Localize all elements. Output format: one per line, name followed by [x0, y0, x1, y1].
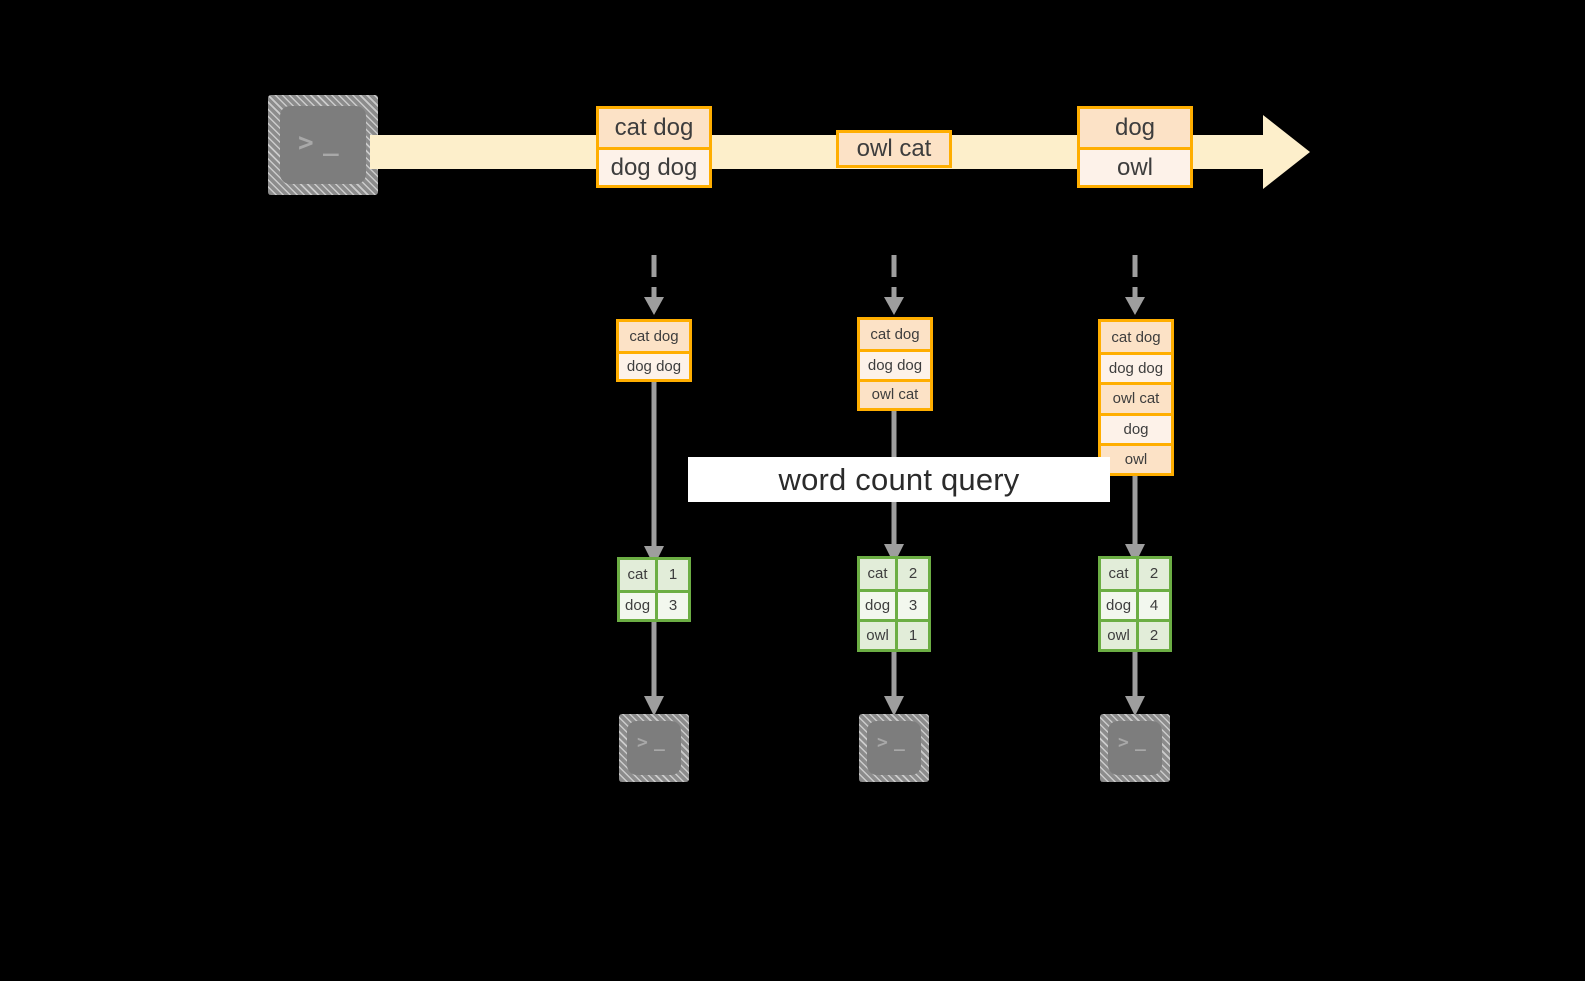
result-word: cat [620, 560, 659, 590]
snapshot-1-record-1: cat dog [619, 322, 689, 351]
stream-event-1: cat dog dog dog [596, 106, 712, 188]
terminal-screen [1108, 721, 1162, 775]
terminal-prompt-glyph: > [877, 732, 888, 753]
result-count: 2 [1139, 559, 1169, 589]
stream-event-2: owl cat [836, 130, 952, 168]
terminal-cursor-glyph: _ [654, 731, 665, 752]
table-row: dog 3 [620, 589, 688, 619]
table-row: dog 3 [860, 588, 928, 619]
stream-event-1-line-1: cat dog [599, 109, 709, 147]
table-row: dog 4 [1101, 588, 1169, 619]
terminal-prompt-glyph: > [637, 732, 648, 753]
snapshot-2-result-table: cat 2 dog 3 owl 1 [857, 556, 931, 652]
result-count: 1 [898, 621, 928, 649]
stream-event-1-line-2: dog dog [599, 147, 709, 185]
query-label: word count query [778, 461, 1020, 497]
snapshot-1-sink-arrow-icon [644, 622, 664, 716]
result-word: cat [860, 559, 899, 589]
snapshot-1-record-2: dog dog [619, 350, 689, 379]
result-word: cat [1101, 559, 1140, 589]
result-count: 2 [898, 559, 928, 589]
table-row: cat 2 [1101, 559, 1169, 589]
terminal-cursor-glyph: _ [323, 127, 339, 157]
query-label-band: word count query [688, 457, 1110, 502]
snapshot-3-record-3: owl cat [1101, 382, 1171, 413]
result-count: 3 [898, 591, 928, 619]
snapshot-1-query-arrow-icon [644, 382, 664, 566]
snapshot-3-sink-arrow-icon [1125, 652, 1145, 716]
snapshot-3-result-table: cat 2 dog 4 owl 2 [1098, 556, 1172, 652]
snapshot-1-records: cat dog dog dog [616, 319, 692, 382]
snapshot-3-record-4: dog [1101, 412, 1171, 443]
table-row: cat 2 [860, 559, 928, 589]
snapshot-3-records: cat dog dog dog owl cat dog owl [1098, 319, 1174, 476]
terminal-screen [867, 721, 921, 775]
snapshot-3-record-5: owl [1101, 442, 1171, 473]
snapshot-3-sink-terminal-icon: > _ [1100, 714, 1170, 782]
snapshot-2-records: cat dog dog dog owl cat [857, 317, 933, 411]
snapshot-2-sink-terminal-icon: > _ [859, 714, 929, 782]
table-row: owl 1 [860, 618, 928, 649]
snapshot-2-input-arrow-icon [884, 255, 904, 315]
source-terminal-icon: > _ [268, 95, 378, 195]
terminal-cursor-glyph: _ [1135, 731, 1146, 752]
snapshot-3-record-1: cat dog [1101, 322, 1171, 353]
snapshot-2-record-3: owl cat [860, 378, 930, 408]
snapshot-3-input-arrow-icon [1125, 255, 1145, 315]
stream-event-3-line-2: owl [1080, 147, 1190, 185]
snapshot-2-sink-arrow-icon [884, 652, 904, 716]
result-word: dog [1101, 591, 1140, 619]
snapshot-2-record-2: dog dog [860, 349, 930, 379]
snapshot-1-sink-terminal-icon: > _ [619, 714, 689, 782]
table-row: cat 1 [620, 560, 688, 590]
terminal-screen [627, 721, 681, 775]
snapshot-2-record-1: cat dog [860, 320, 930, 350]
terminal-prompt-glyph: > [1118, 732, 1129, 753]
snapshot-3-record-2: dog dog [1101, 352, 1171, 383]
snapshot-1-result-table: cat 1 dog 3 [617, 557, 691, 622]
result-word: dog [860, 591, 899, 619]
result-word: owl [1101, 621, 1140, 649]
terminal-cursor-glyph: _ [894, 731, 905, 752]
result-word: dog [620, 592, 659, 619]
snapshot-3-query-arrow-icon [1125, 476, 1145, 564]
terminal-screen [280, 106, 366, 184]
result-count: 1 [658, 560, 688, 590]
result-count: 2 [1139, 621, 1169, 649]
result-count: 4 [1139, 591, 1169, 619]
table-row: owl 2 [1101, 618, 1169, 649]
snapshot-1-input-arrow-icon [644, 255, 664, 315]
result-count: 3 [658, 592, 688, 619]
result-word: owl [860, 621, 899, 649]
terminal-prompt-glyph: > [298, 128, 314, 158]
stream-event-3-line-1: dog [1080, 109, 1190, 147]
stream-event-3: dog owl [1077, 106, 1193, 188]
